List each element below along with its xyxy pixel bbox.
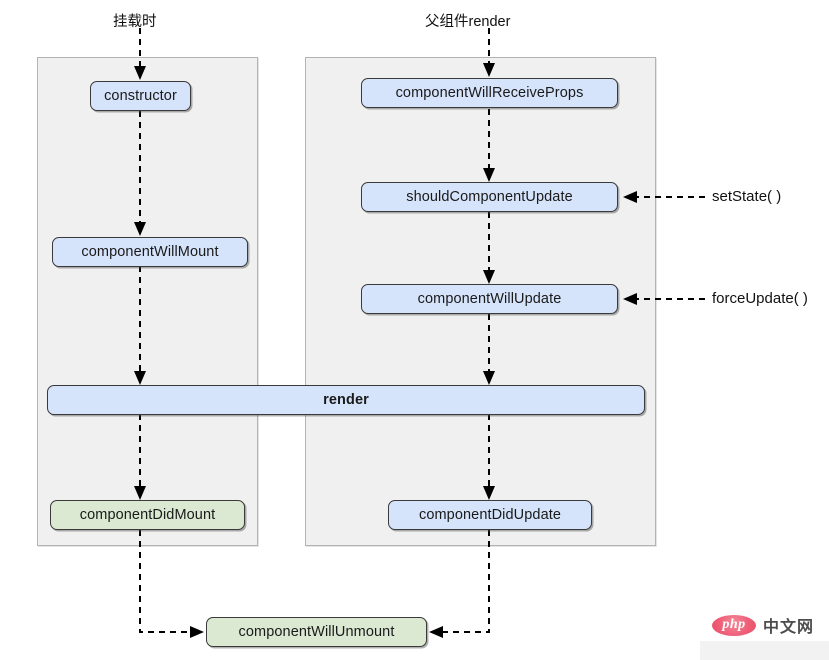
trigger-label-forceupdate: forceUpdate( ): [712, 290, 808, 307]
watermark-site-text: 中文网: [763, 619, 815, 636]
node-component-will-mount-label: componentWillMount: [81, 244, 219, 260]
node-render[interactable]: render: [47, 385, 645, 415]
watermark: php 中文网: [712, 613, 814, 637]
node-component-did-update[interactable]: componentDidUpdate: [388, 500, 592, 530]
node-constructor[interactable]: constructor: [90, 81, 191, 111]
node-component-will-mount[interactable]: componentWillMount: [52, 237, 248, 267]
watermark-strip: [700, 641, 829, 660]
node-component-will-update-label: componentWillUpdate: [417, 291, 562, 307]
php-logo-icon: php: [712, 614, 756, 636]
node-component-will-update[interactable]: componentWillUpdate: [361, 284, 618, 314]
node-render-label: render: [323, 392, 369, 408]
node-component-will-unmount[interactable]: componentWillUnmount: [206, 617, 427, 647]
node-should-component-update[interactable]: shouldComponentUpdate: [361, 182, 618, 212]
node-component-will-receive-props[interactable]: componentWillReceiveProps: [361, 78, 618, 108]
node-component-did-update-label: componentDidUpdate: [418, 507, 562, 523]
trigger-label-setstate: setState( ): [712, 188, 782, 205]
node-component-did-mount-label: componentDidMount: [79, 507, 216, 523]
mount-phase-panel: [37, 57, 258, 546]
update-phase-title: 父组件render: [425, 14, 511, 30]
node-component-did-mount[interactable]: componentDidMount: [50, 500, 245, 530]
node-should-component-update-label: shouldComponentUpdate: [406, 189, 573, 205]
node-component-will-receive-props-label: componentWillReceiveProps: [395, 85, 584, 101]
node-constructor-label: constructor: [104, 88, 177, 104]
node-component-will-unmount-label: componentWillUnmount: [238, 624, 395, 640]
mount-phase-title: 挂载时: [113, 14, 157, 30]
